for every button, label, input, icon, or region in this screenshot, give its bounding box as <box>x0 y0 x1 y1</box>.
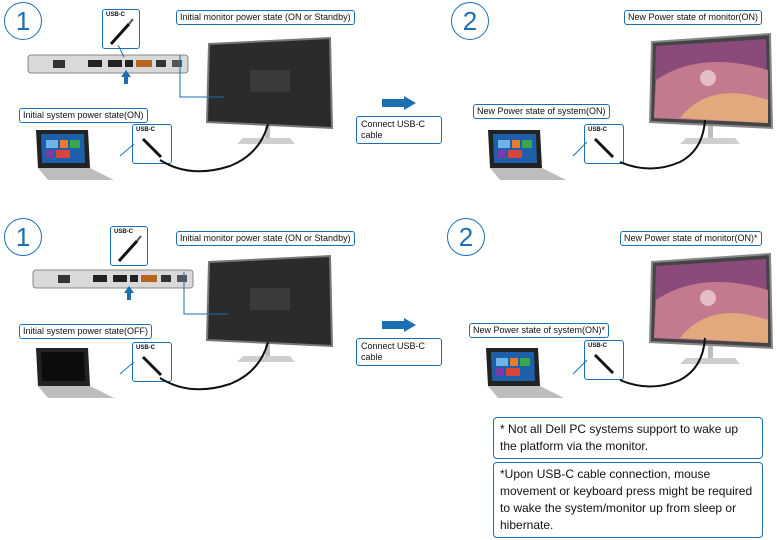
usb-c-plug-icon <box>593 353 615 375</box>
callout-line <box>179 55 224 98</box>
step-number-1: 1 <box>4 218 42 256</box>
footnote-dell-wake-support: * Not all Dell PC systems support to wak… <box>493 417 763 459</box>
up-arrow-icon <box>121 70 131 84</box>
monitor-standby-illustration <box>205 36 334 144</box>
right-arrow-icon <box>382 318 416 332</box>
usb-c-plug-icon <box>141 137 163 159</box>
usb-c-label: USB-C <box>114 229 133 235</box>
usb-c-label: USB-C <box>106 12 125 18</box>
usb-c-connector-callout-system: USB-C <box>584 124 624 164</box>
footnote-wake-action: *Upon USB-C cable connection, mouse move… <box>493 462 763 538</box>
initial-system-state-label: Initial system power state(OFF) <box>19 324 153 339</box>
usb-c-label: USB-C <box>588 127 607 133</box>
usb-c-connector-callout-system: USB-C <box>132 124 172 164</box>
usb-c-cable <box>119 341 269 391</box>
up-arrow-icon <box>124 286 134 300</box>
laptop-on-illustration <box>36 130 114 180</box>
usb-c-plug-icon <box>117 235 142 263</box>
usb-c-label: USB-C <box>136 127 155 133</box>
monitor-port-panel <box>27 54 189 74</box>
right-arrow-icon <box>382 96 416 110</box>
usb-c-label: USB-C <box>136 345 155 351</box>
usb-c-cable <box>572 119 706 170</box>
connect-usbc-label: Connect USB-C cable <box>356 116 442 144</box>
initial-monitor-state-label: Initial monitor power state (ON or Stand… <box>176 10 355 25</box>
monitor-on-illustration <box>648 32 774 144</box>
usb-c-connector-callout-system: USB-C <box>132 342 172 382</box>
step-number-2: 2 <box>447 218 485 256</box>
usb-c-cable <box>572 337 706 388</box>
new-system-state-label: New Power state of system(ON) <box>473 104 610 119</box>
connect-usbc-label: Connect USB-C cable <box>356 338 442 366</box>
laptop-off-illustration <box>36 348 114 398</box>
usb-c-plug-icon <box>141 355 163 377</box>
usb-c-connector-callout-system: USB-C <box>584 340 624 380</box>
usb-c-plug-icon <box>593 137 615 159</box>
initial-monitor-state-label: Initial monitor power state (ON or Stand… <box>176 231 355 246</box>
new-monitor-state-label: New Power state of monitor(ON) <box>624 10 763 25</box>
monitor-on-illustration <box>648 252 774 364</box>
initial-system-state-label: Initial system power state(ON) <box>19 108 148 123</box>
step-number-1: 1 <box>4 2 42 40</box>
step-number-2: 2 <box>451 2 489 40</box>
laptop-on-illustration <box>488 130 566 180</box>
usb-c-connector-callout: USB-C <box>102 9 140 49</box>
monitor-port-panel <box>32 269 194 289</box>
usb-c-cable <box>119 123 269 173</box>
new-monitor-state-label: New Power state of monitor(ON)* <box>620 231 762 246</box>
usb-c-label: USB-C <box>588 343 607 349</box>
callout-line <box>117 44 125 58</box>
new-system-state-label: New Power state of system(ON)* <box>469 323 610 338</box>
callout-line <box>183 272 228 315</box>
usb-c-connector-callout: USB-C <box>110 226 148 266</box>
laptop-on-illustration <box>486 348 564 398</box>
usb-c-plug-icon <box>109 18 134 46</box>
